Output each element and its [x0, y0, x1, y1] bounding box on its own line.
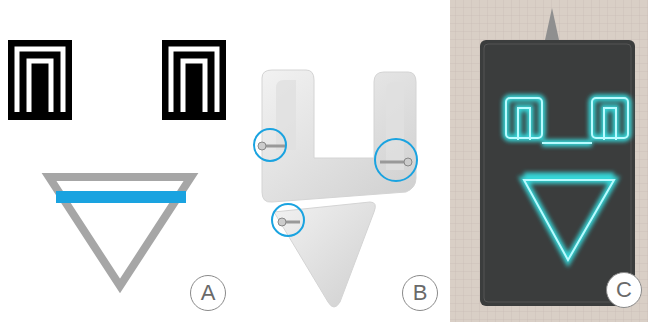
panel-letter-circle: A	[190, 275, 226, 311]
panel-b-parts	[254, 70, 417, 307]
panel-letter-circle: C	[606, 272, 642, 308]
panel-a-triangle	[49, 177, 191, 286]
panel-letter-circle: B	[402, 275, 438, 311]
panel-c-photo	[450, 0, 648, 322]
panel-letter: A	[201, 282, 216, 304]
panel-letter: C	[616, 279, 632, 301]
panel-letter: B	[413, 282, 428, 304]
panel-a-icons	[8, 40, 226, 120]
